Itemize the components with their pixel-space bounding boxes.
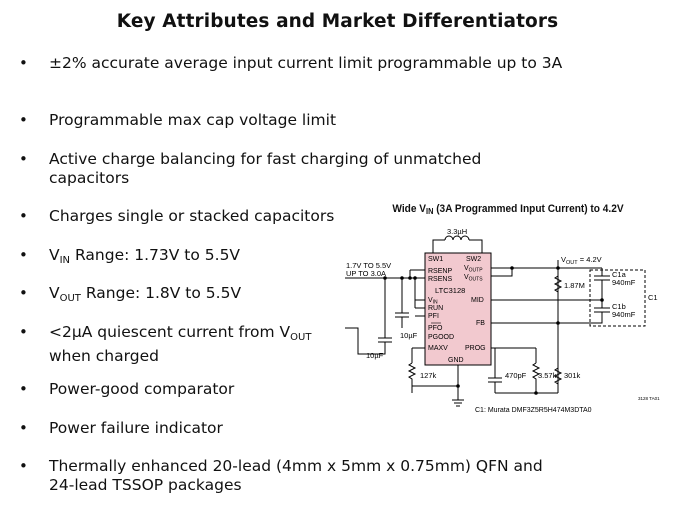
vouts-wire (491, 268, 513, 277)
bullet-text: ±2% accurate average input current limit… (49, 54, 563, 72)
bullet-text: VIN Range: 1.73V to 5.5V (49, 246, 241, 266)
node-dot (408, 276, 412, 280)
bullet-marker: • (19, 284, 28, 302)
r-prog-label: 3.57k (538, 371, 557, 380)
vin-wire (414, 278, 425, 301)
pin-prog: PROG (465, 345, 486, 352)
bullet-text: Thermally enhanced 20-lead (4mm x 5mm x … (49, 457, 543, 494)
inductor-lead-left (432, 239, 445, 253)
bullet-marker: • (19, 323, 28, 341)
bullet-text: Active charge balancing for fast chargin… (49, 150, 482, 187)
c1b-label: C1b (612, 302, 626, 311)
bullet-marker: • (19, 111, 28, 129)
slide-title: Key Attributes and Market Differentiator… (116, 11, 559, 32)
node-dot (600, 298, 604, 302)
pin-run: RUN (428, 305, 443, 312)
chip-name: LTC3128 (435, 286, 465, 295)
node-dot (510, 266, 514, 270)
bullet-text: Charges single or stacked capacitors (49, 207, 335, 225)
bullet-marker: • (19, 246, 28, 264)
pin-sw1: SW1 (428, 256, 443, 263)
node-dot (534, 391, 538, 395)
prog-cap-plates (488, 377, 502, 383)
bullet-marker: • (19, 457, 28, 475)
gnd-return (345, 327, 386, 355)
footnote: C1: Murata DMF3Z5R5H474M3DTA0 (475, 407, 592, 414)
pin-vin: VIN (428, 297, 438, 306)
bullet-text: Power failure indicator (49, 419, 223, 437)
c1b-value: 940mF (612, 310, 636, 319)
input-cap-plates (378, 337, 392, 343)
bullet-text: Programmable max cap voltage limit (49, 111, 337, 129)
r-bottom-body (553, 367, 563, 385)
node-dot (383, 276, 387, 280)
pin-voutp: VOUTP (464, 265, 483, 274)
chip-body (424, 252, 492, 366)
r-left-body (407, 362, 417, 393)
vout-label: VOUT = 4.2V (561, 255, 602, 266)
node-dot (400, 276, 404, 280)
bullet-text: VOUT Range: 1.8V to 5.5V (49, 284, 242, 304)
c1a-label: C1a (612, 270, 627, 279)
node-dot (413, 276, 417, 280)
pin-vouts: VOUTS (464, 274, 483, 283)
node-dot (456, 384, 460, 388)
r-left-label: 127k (420, 371, 437, 380)
c1a-value: 940mF (612, 278, 636, 287)
pin-pfo: PFO (428, 325, 443, 332)
input-label-1: 1.7V TO 5.5V (346, 261, 391, 270)
cap-input-label: 10µF (366, 351, 384, 360)
input-label-2: UP TO 3.0A (346, 269, 386, 278)
circuit-schematic: 3.3µH 1.7V TO 5.5V UP TO 3.0A 10µF 10µF … (345, 227, 660, 414)
bullet-marker: • (19, 54, 28, 72)
c1-label: C1 (648, 293, 658, 302)
bullet-marker: • (19, 207, 28, 225)
pin-rsenp: RSENP (428, 268, 452, 275)
pin-rsens: RSENS (428, 276, 452, 283)
ground-symbol (452, 386, 464, 407)
cap-inner-label: 10µF (400, 331, 418, 340)
inductor-lead-right (469, 239, 483, 253)
pin-mid: MID (471, 297, 484, 304)
r-top-label: 1.87M (564, 281, 585, 290)
pin-maxv: MAXV (428, 345, 448, 352)
bullet-text: <2µA quiescent current from VOUT when ch… (49, 323, 312, 365)
node-dot (556, 321, 560, 325)
circuit-title: Wide VIN (3A Programmed Input Current) t… (392, 203, 624, 216)
cap-prog-label: 470pF (505, 371, 527, 380)
inductor-coil (444, 235, 470, 241)
bullet-marker: • (19, 150, 28, 168)
c1-dashed-box (589, 269, 646, 327)
bullet-text: Power-good comparator (49, 380, 235, 398)
inner-cap-plates (395, 312, 409, 318)
supercap-stack (558, 268, 610, 324)
pin-sw2: SW2 (466, 256, 481, 263)
r-prog-body (531, 362, 541, 393)
pin-pfi: PFI (428, 313, 439, 320)
bullet-marker: • (19, 380, 28, 398)
bullet-marker: • (19, 419, 28, 437)
figure-id: 3128 TA01 (638, 396, 660, 401)
inductor-label: 3.3µH (447, 227, 467, 236)
node-dot (556, 266, 560, 270)
r-bottom-label: 301k (564, 371, 581, 380)
pin-fb: FB (476, 320, 485, 327)
r-top-body (553, 275, 563, 293)
pin-gnd: GND (448, 357, 464, 364)
pin-pgood: PGOOD (428, 334, 454, 341)
